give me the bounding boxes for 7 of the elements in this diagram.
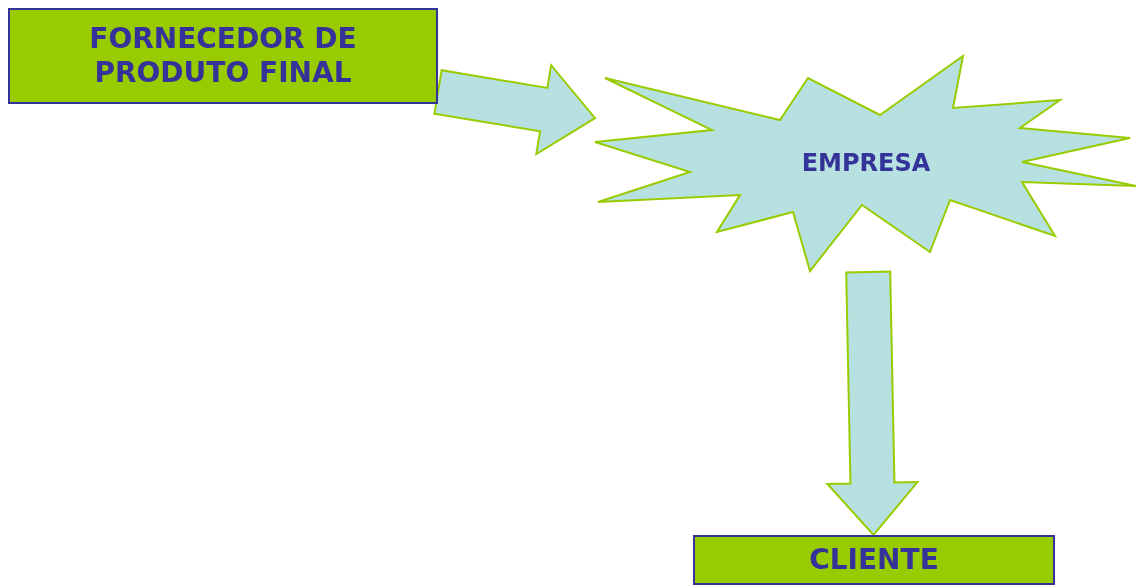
process-box: [8, 8, 438, 104]
block-arrow: [433, 62, 597, 156]
process-box: [693, 535, 1055, 585]
node-label: FORNECEDOR DE PRODUTO FINAL: [88, 22, 358, 90]
node-label: CLIENTE: [809, 543, 939, 577]
block-arrow: [825, 270, 920, 537]
node-label: EMPRESA: [801, 149, 931, 178]
